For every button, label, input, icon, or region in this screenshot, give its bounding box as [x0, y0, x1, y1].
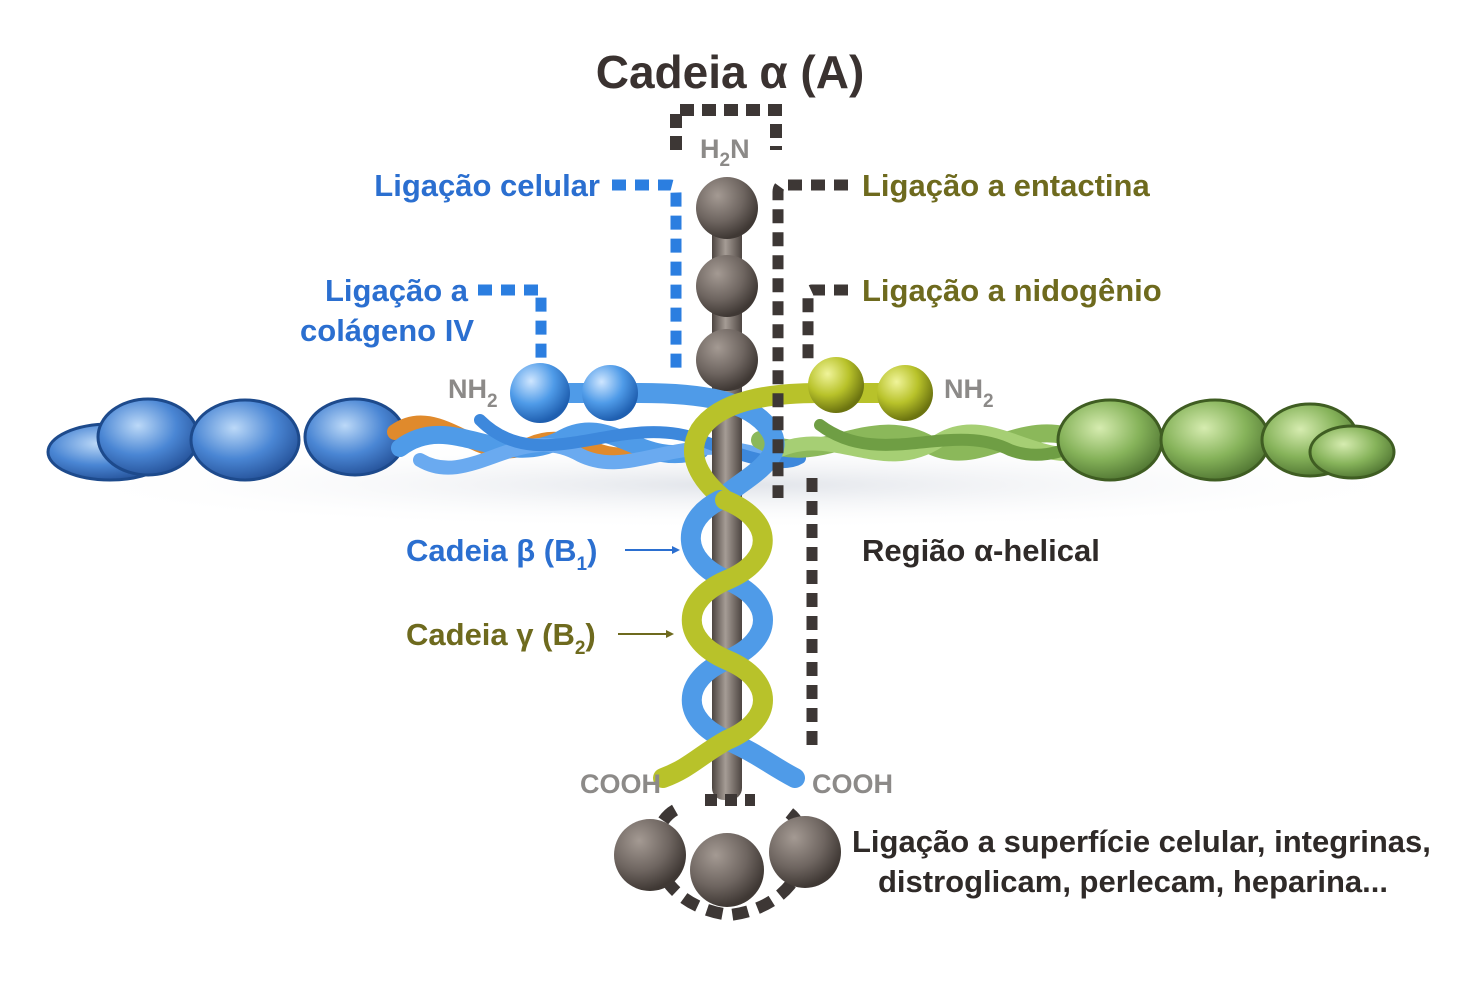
surface-binding-label-line1: Ligação a superfície celular, integrinas…: [852, 824, 1431, 859]
gamma-globule-2: [877, 365, 933, 421]
g-domain-right: [769, 816, 841, 888]
entactin-binding-leader: [772, 179, 848, 498]
title-bracket: [670, 104, 782, 150]
gamma-chain-top: [684, 383, 915, 510]
beta-arrowhead: [672, 546, 680, 554]
helical-region-label: Região α-helical: [862, 533, 1100, 568]
alpha-globule-2: [696, 255, 758, 317]
cell-binding-leader: [612, 179, 682, 372]
collagen-binding-label-line2: colágeno IV: [300, 313, 474, 348]
h2n-label: H2N: [700, 134, 750, 171]
nh2-left-label: NH2: [448, 374, 498, 412]
nidogen-binding-label: Ligação a nidogênio: [862, 273, 1162, 308]
collagen-binding-label-line1: Ligação a: [325, 273, 469, 308]
collagen-binding-leader: [478, 284, 547, 362]
gamma-coil: [653, 490, 773, 788]
cell-binding-label: Ligação celular: [374, 168, 600, 203]
diagram-title: Cadeia α (A): [596, 46, 865, 98]
nh2-right-label: NH2: [944, 374, 994, 412]
beta-chain-label: Cadeia β (B1): [406, 533, 597, 575]
beta-globule-2: [582, 365, 638, 421]
entactin-binding-label: Ligação a entactina: [862, 168, 1150, 203]
g-domain-left: [614, 819, 686, 891]
beta-globule-1: [510, 363, 570, 423]
g-domain-center: [690, 833, 764, 907]
gamma-globule-1: [808, 357, 864, 413]
gamma-chain-label: Cadeia γ (B2): [406, 617, 596, 659]
right-arm: [751, 398, 1396, 482]
nidogen-binding-leader: [802, 284, 848, 360]
alpha-globule-1: [696, 177, 758, 239]
cooh-left-label: COOH: [580, 769, 661, 799]
cooh-right-label: COOH: [812, 769, 893, 799]
surface-binding-label-line2: distroglicam, perlecam, heparina...: [878, 864, 1388, 899]
beta-chain-top: [525, 383, 785, 510]
alpha-globule-3: [696, 329, 758, 391]
gamma-arrowhead: [666, 630, 674, 638]
